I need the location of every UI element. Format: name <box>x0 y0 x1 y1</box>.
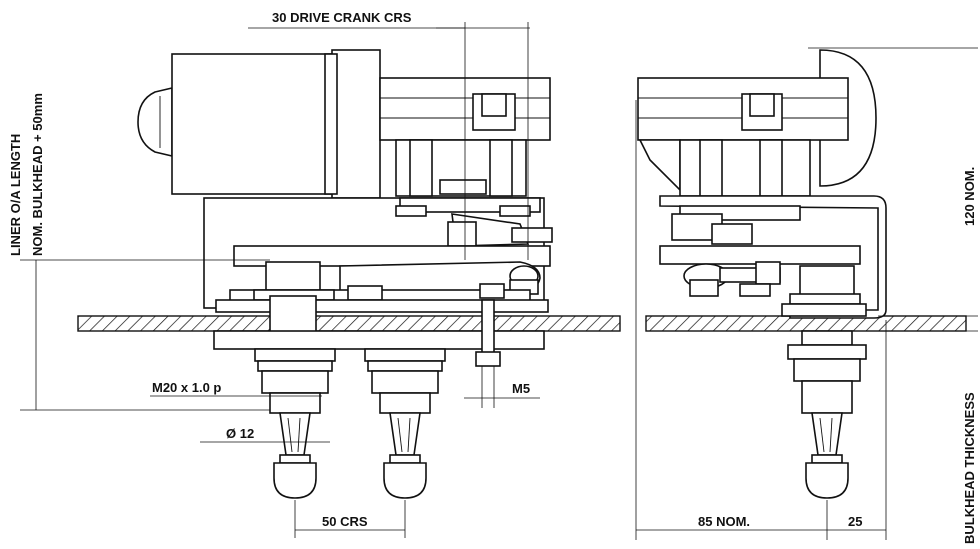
nom120-label: 120 NOM. <box>962 167 977 226</box>
dimension-lines <box>20 27 978 540</box>
spacing-label: 50 CRS <box>322 514 368 529</box>
m5-label: M5 <box>512 381 530 396</box>
nom-bulkhead-label: NOM. BULKHEAD + 50mm <box>30 93 45 256</box>
liner-length-label: LINER O/A LENGTH <box>8 134 23 256</box>
spindle-2 <box>364 348 446 499</box>
m5-bolt <box>475 299 501 367</box>
diameter-label: Ø 12 <box>226 426 254 441</box>
motor-body <box>137 49 381 199</box>
front-view <box>77 22 621 499</box>
motor-side <box>637 49 877 197</box>
bulkhead-thickness-label: BULKHEAD THICKNESS <box>962 392 977 544</box>
drive-crank-label: 30 DRIVE CRANK CRS <box>272 10 412 25</box>
bulkhead-panel-front <box>77 315 621 332</box>
spindle-1 <box>254 348 336 499</box>
side-view <box>637 49 967 499</box>
spindle-side <box>781 265 867 499</box>
nom85-label: 85 NOM. <box>698 514 750 529</box>
thread-label: M20 x 1.0 p <box>152 380 221 395</box>
dim25-label: 25 <box>848 514 862 529</box>
bracket-side <box>659 195 887 319</box>
